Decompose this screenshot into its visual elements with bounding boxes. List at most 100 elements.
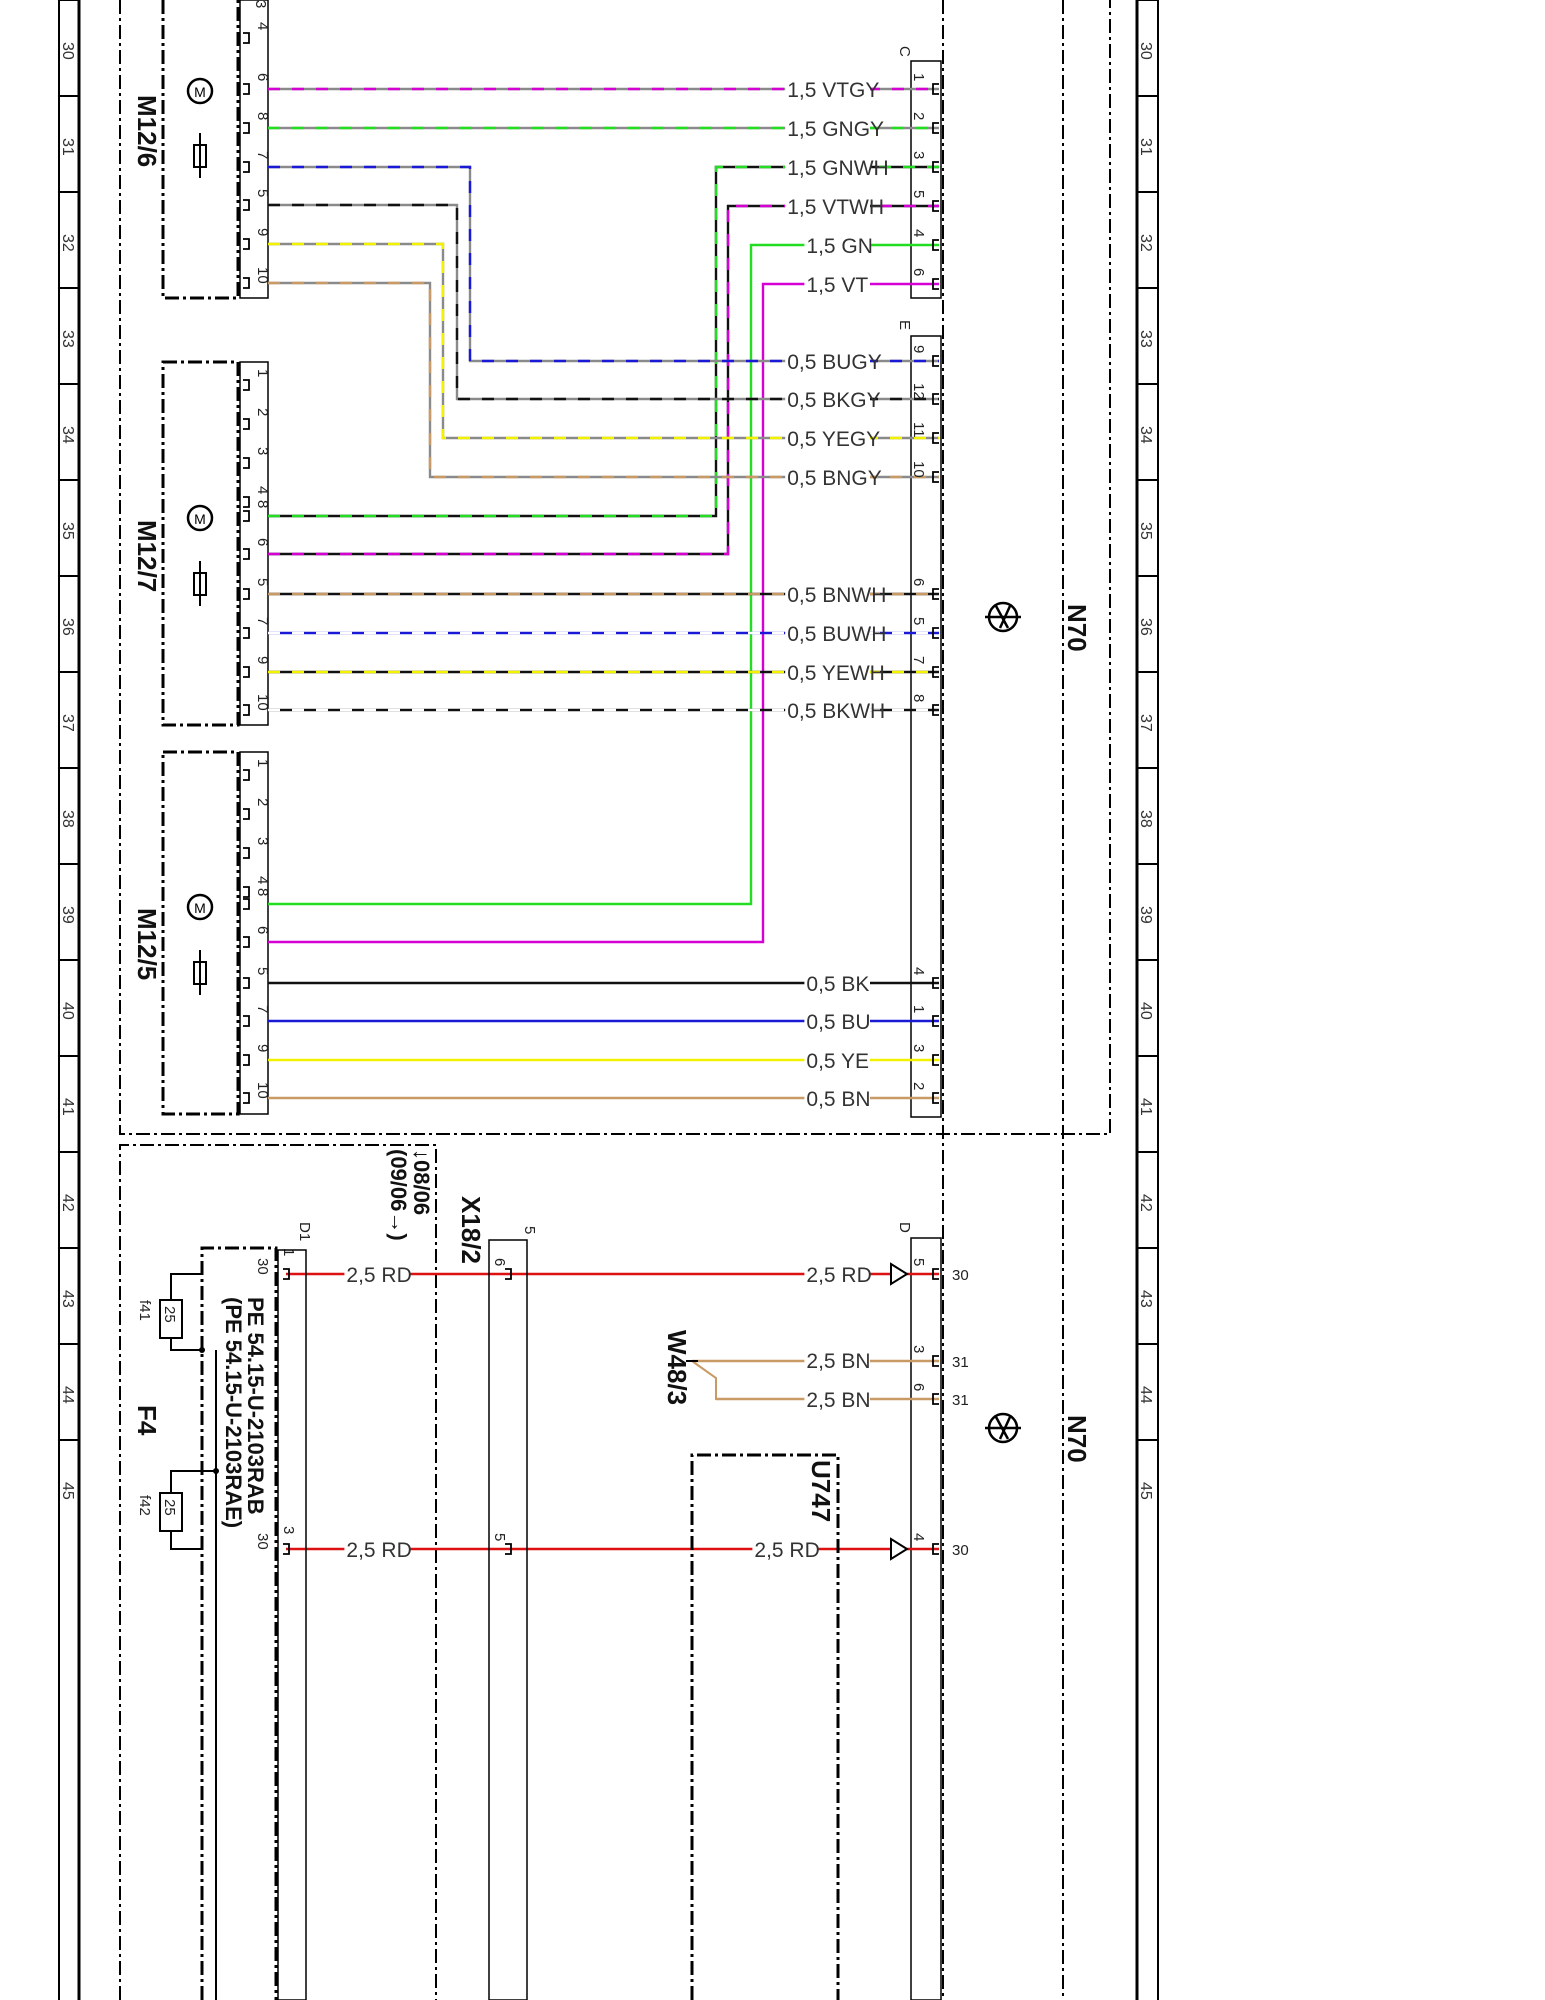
wire-label-bg xyxy=(344,1262,410,1286)
pin-number: 2 xyxy=(910,1082,927,1090)
pin-number: 10 xyxy=(254,1082,271,1099)
pin-number: 1 xyxy=(910,73,927,81)
pin-terminal-icon xyxy=(932,355,939,367)
pin-terminal-icon xyxy=(243,627,250,639)
wire-label: 0,5 BKWH xyxy=(787,700,885,723)
grid-number: 42 xyxy=(1137,1194,1154,1212)
w48-3-component: W48/3 xyxy=(662,1330,717,1405)
grid-number: 38 xyxy=(59,810,76,828)
u747-label: U747 xyxy=(806,1460,836,1522)
pin-number: 5 xyxy=(910,1258,927,1266)
wire-stripe xyxy=(268,203,939,401)
pin-terminal-icon xyxy=(932,122,939,134)
grid-number: 45 xyxy=(1137,1482,1154,1500)
pin-number: 6 xyxy=(910,578,927,586)
wire-label-bg xyxy=(804,971,870,995)
pin-number: 2 xyxy=(254,408,271,416)
grid-number: 43 xyxy=(1137,1290,1154,1308)
grid-number: 30 xyxy=(59,42,76,60)
m12-5-component: M M12/5 xyxy=(132,750,269,1116)
pin-terminal-icon xyxy=(243,122,250,134)
pin-terminal-icon xyxy=(932,200,939,212)
pin-number: 5 xyxy=(254,578,271,586)
pin-number: 8 xyxy=(254,888,271,896)
pin-number: 4 xyxy=(910,1533,927,1541)
wire xyxy=(268,204,939,556)
pin-terminal-icon xyxy=(932,1268,939,1280)
wire-label: 0,5 BN xyxy=(806,1088,870,1111)
pe-reference-2: (PE 54.15-U-2103RAE) xyxy=(221,1297,246,1528)
f41-label: f41 xyxy=(136,1300,153,1321)
pin-terminal-icon xyxy=(243,936,250,948)
wire-label-bg xyxy=(804,1348,870,1372)
pin-terminal-icon xyxy=(932,161,939,173)
wire-label-bg xyxy=(804,1048,870,1072)
pin-number: 3 xyxy=(252,0,269,8)
wire-stripe xyxy=(268,165,939,363)
wire-stripe xyxy=(268,165,939,518)
pin-number: 9 xyxy=(254,228,271,236)
pin-number: 7 xyxy=(254,151,271,159)
pin-number: 10 xyxy=(254,694,271,711)
pin-terminal-icon xyxy=(243,847,250,859)
grid-number: 39 xyxy=(59,906,76,924)
wire-label: 2,5 BN xyxy=(806,1389,870,1412)
pin-terminal-icon xyxy=(932,393,939,405)
pin-terminal-icon xyxy=(243,666,250,678)
pin-terminal-icon xyxy=(243,418,250,430)
wire-label-bg xyxy=(785,155,870,179)
pin-number: 1 xyxy=(254,759,271,767)
pin-terminal-icon xyxy=(243,32,250,44)
x18-2-component: X18/2 5 xyxy=(456,1196,538,2000)
pin-terminal-icon xyxy=(243,886,250,898)
d1-label: D1 xyxy=(296,1222,313,1241)
pin-number: 10 xyxy=(910,461,927,478)
motor-symbol-label: M xyxy=(194,84,206,100)
u747-component: U747 xyxy=(690,1453,840,2000)
wire-label-bg xyxy=(785,426,870,450)
grid-number: 34 xyxy=(1137,426,1154,444)
grid-number: 36 xyxy=(59,618,76,636)
grid-number: 44 xyxy=(59,1386,76,1404)
grid-number: 43 xyxy=(59,1290,76,1308)
n70-connectors: C E D xyxy=(896,46,942,2000)
wire-label-bg xyxy=(785,698,870,722)
pin-terminal-icon xyxy=(932,432,939,444)
wire-label-bg xyxy=(785,387,870,411)
pin-terminal-icon xyxy=(932,239,939,251)
pin-terminal-icon xyxy=(932,977,939,989)
m12-6-label: M12/6 xyxy=(132,95,162,167)
pin-number: 1 xyxy=(280,1248,297,1256)
wire xyxy=(268,243,939,906)
pin-terminal-icon xyxy=(932,627,939,639)
terminal-number: 31 xyxy=(952,1392,969,1409)
n70-label: N70 xyxy=(1062,1415,1092,1463)
motor-symbol-icon xyxy=(186,504,214,532)
grid-number: 41 xyxy=(59,1098,76,1116)
pin-number: 4 xyxy=(254,876,271,884)
x18-2-pin-label: 5 xyxy=(521,1226,538,1234)
grid-number: 33 xyxy=(1137,330,1154,348)
motor-symbol-icon xyxy=(186,77,214,105)
date-to-note: (09/06→) xyxy=(386,1149,411,1241)
wire-label: 1,5 VTGY xyxy=(787,79,879,102)
pin-number: 6 xyxy=(254,73,271,81)
pin-number: 7 xyxy=(254,617,271,625)
pin-number: 6 xyxy=(910,268,927,276)
grid-number: 36 xyxy=(1137,618,1154,636)
pin-terminal-icon xyxy=(932,588,939,600)
wire-label: 1,5 GNGY xyxy=(787,118,884,141)
pin-terminal-icon xyxy=(932,471,939,483)
pin-terminal-icon xyxy=(505,1268,512,1280)
wire-label: 0,5 YE xyxy=(806,1050,869,1073)
wire-label: 0,5 YEGY xyxy=(787,428,880,451)
pin-terminal-icon xyxy=(243,161,250,173)
pin-terminal-icon xyxy=(243,1092,250,1104)
wire-label-bg xyxy=(785,621,870,645)
pin-terminal-icon xyxy=(243,808,250,820)
motor-symbol-icon xyxy=(186,893,214,921)
date-from-note: ↓08/06 xyxy=(409,1149,434,1215)
transistor-icon xyxy=(985,601,1021,633)
